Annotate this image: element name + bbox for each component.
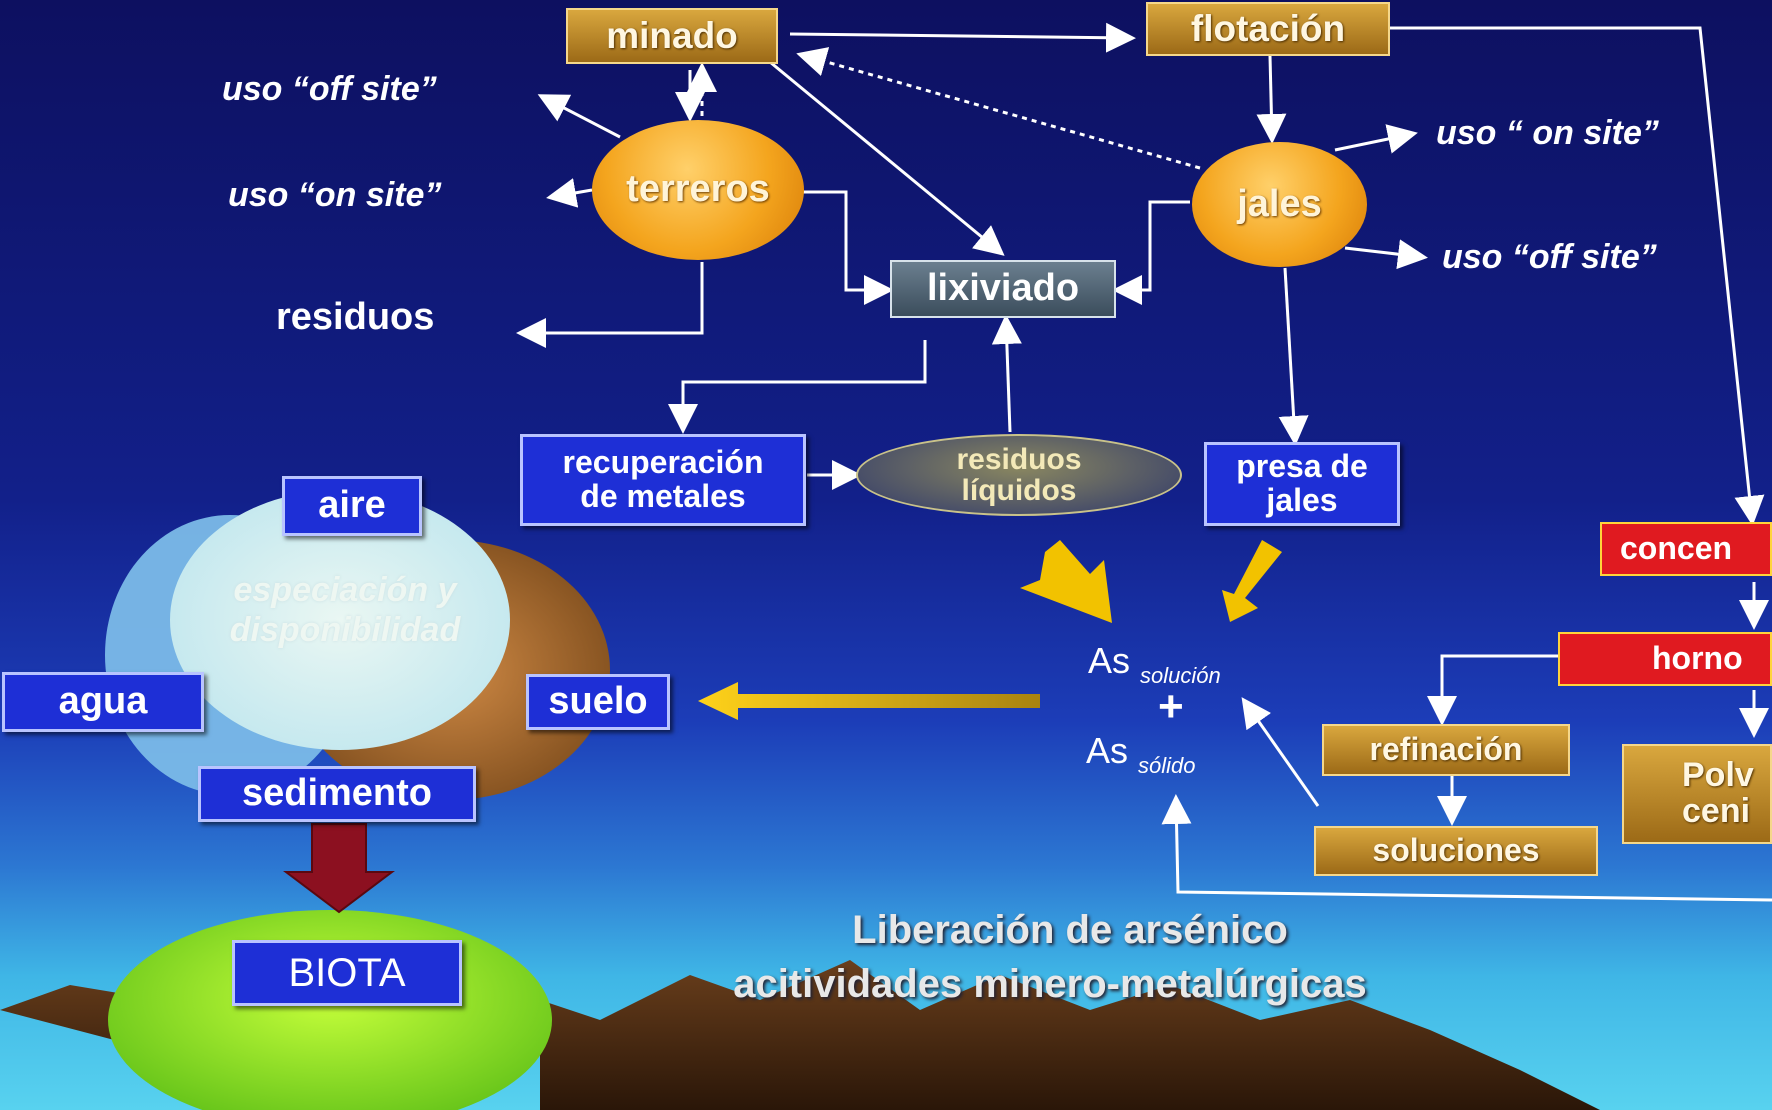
yellow-arrows <box>698 540 1282 720</box>
residuos-liquidos-line1: residuos <box>956 442 1082 476</box>
recuperacion-line2: de metales <box>580 478 746 514</box>
red-down-arrow <box>283 823 395 914</box>
presa-line1: presa de <box>1236 448 1368 485</box>
flotacion-box: flotación <box>1146 2 1390 56</box>
polvos-line1: Polv <box>1682 756 1754 795</box>
especiacion-line1: especiación y <box>233 571 457 609</box>
caption-line2: acitividades minero-metalúrgicas <box>733 962 1367 1006</box>
uso-on-site-right-label: uso “ on site” <box>1436 114 1659 152</box>
especiacion-label: especiación y disponibilidad <box>180 570 510 650</box>
arsenic-symbol-bottom: As <box>1086 730 1129 771</box>
soluciones-box: soluciones <box>1314 826 1598 876</box>
biota-box: BIOTA <box>232 940 462 1006</box>
polvos-box: Polv ceni <box>1622 744 1772 844</box>
horno-box: horno <box>1558 632 1772 686</box>
terreros-node: terreros <box>592 120 804 260</box>
jales-node: jales <box>1192 142 1367 267</box>
residuos-liquidos-line2: líquidos <box>961 474 1077 507</box>
suelo-box: suelo <box>526 674 670 730</box>
arsenic-sub-bottom: sólido <box>1138 753 1196 778</box>
arsenic-solution: As solución <box>1088 640 1221 689</box>
recuperacion-line1: recuperación <box>562 444 764 481</box>
arsenic-solid: As sólido <box>1086 730 1196 779</box>
caption-line1: Liberación de arsénico <box>852 908 1288 952</box>
concentrado-box: concen <box>1600 522 1772 576</box>
agua-box: agua <box>2 672 204 732</box>
uso-off-site-right-label: uso “off site” <box>1442 238 1657 276</box>
presa-line2: jales <box>1266 482 1338 518</box>
aire-box: aire <box>282 476 422 536</box>
arsenic-sub-top: solución <box>1140 663 1221 688</box>
uso-on-site-left-label: uso “on site” <box>228 176 442 214</box>
residuos-label: residuos <box>276 296 435 338</box>
mountain-range <box>0 960 1600 1110</box>
presa-de-jales-box: presa de jales <box>1204 442 1400 526</box>
arsenic-symbol-top: As <box>1088 640 1131 681</box>
refinacion-box: refinación <box>1322 724 1570 776</box>
arsenic-plus: + <box>1158 682 1184 731</box>
polvos-line2: ceni <box>1682 792 1751 830</box>
residuos-liquidos-node: residuos líquidos <box>856 434 1182 516</box>
especiacion-line2: disponibilidad <box>229 611 461 649</box>
sedimento-box: sedimento <box>198 766 476 822</box>
uso-off-site-left-label: uso “off site” <box>222 70 437 108</box>
lixiviado-box: lixiviado <box>890 260 1116 318</box>
recuperacion-box: recuperación de metales <box>520 434 806 526</box>
minado-box: minado <box>566 8 778 64</box>
